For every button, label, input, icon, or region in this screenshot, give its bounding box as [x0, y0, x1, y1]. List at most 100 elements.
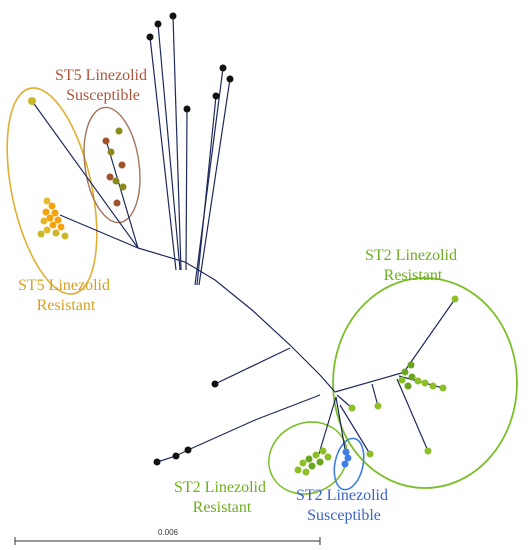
node	[42, 208, 50, 216]
st5-susceptible-label: ST5 Linezolid Susceptible	[55, 67, 151, 104]
node	[106, 173, 114, 181]
node	[408, 373, 416, 381]
node	[312, 451, 320, 459]
branch-st2-big	[334, 371, 406, 393]
node	[451, 295, 459, 303]
node	[102, 137, 110, 145]
node	[107, 148, 115, 156]
node	[404, 382, 412, 390]
branch-st2-sus	[335, 396, 347, 456]
node	[57, 223, 65, 231]
st5-susceptible-nodes	[102, 127, 127, 207]
st2-susceptible-nodes	[341, 448, 352, 468]
node	[398, 376, 406, 384]
node	[146, 33, 154, 41]
st2-susceptible-ring	[333, 437, 365, 491]
branch-st2-long	[403, 298, 456, 373]
node	[226, 75, 234, 83]
scale-bar-label: 0.006	[158, 528, 179, 537]
node	[414, 377, 422, 385]
node	[294, 466, 302, 474]
scale-bar: 0.006	[14, 528, 321, 545]
node	[341, 460, 349, 468]
node	[308, 462, 316, 470]
st2-resistant-small-nodes	[294, 447, 332, 476]
node	[319, 447, 327, 455]
node	[113, 199, 121, 207]
node	[305, 455, 313, 463]
node	[212, 92, 220, 100]
node	[37, 230, 45, 238]
st5-resistant-ring	[6, 87, 98, 295]
node	[119, 183, 127, 191]
branch-black-8	[214, 347, 291, 385]
node	[51, 209, 59, 217]
node	[169, 12, 177, 20]
node	[429, 382, 437, 390]
node	[52, 229, 60, 237]
branch-black-6	[196, 95, 217, 286]
group-labels: ST5 Linezolid Susceptible ST5 Linezolid …	[18, 67, 461, 524]
branch-black-9	[156, 394, 321, 463]
node	[374, 402, 382, 410]
tree-branches	[31, 15, 456, 463]
node	[344, 454, 352, 462]
node	[40, 217, 48, 225]
node	[342, 448, 350, 456]
node	[424, 447, 432, 455]
node	[153, 458, 161, 466]
node	[154, 20, 162, 28]
st2-resistant-big-label: ST2 Linezolid Resistant	[365, 247, 461, 284]
node	[43, 226, 51, 234]
node	[43, 197, 51, 205]
group-rings	[6, 87, 518, 495]
st5-resistant-label: ST5 Linezolid Resistant	[18, 277, 114, 314]
node	[439, 384, 447, 392]
st2-resistant-big-ring	[332, 277, 518, 489]
node	[302, 468, 310, 476]
node	[211, 380, 219, 388]
node	[366, 450, 374, 458]
branch-black-4	[185, 108, 188, 271]
node	[54, 216, 62, 224]
node	[401, 368, 409, 376]
branch-black-1	[157, 23, 181, 271]
backbone-branch	[137, 247, 336, 393]
branch-st5-cluster	[59, 214, 139, 249]
node	[184, 446, 192, 454]
branch-st2-down	[396, 378, 429, 452]
branch-st5-top	[31, 100, 139, 249]
branch-st2-small	[317, 396, 337, 458]
node	[118, 161, 126, 169]
node	[316, 458, 324, 466]
node	[299, 459, 307, 467]
st5-resistant-nodes	[28, 97, 69, 240]
branch-black-5	[194, 67, 224, 286]
st2-resistant-small-label: ST2 Linezolid Resistant	[174, 479, 270, 516]
node	[348, 404, 356, 412]
node	[115, 127, 123, 135]
node	[172, 452, 180, 460]
node	[28, 97, 36, 105]
st2-resistant-small-ring	[268, 421, 348, 495]
node	[112, 177, 120, 185]
node	[48, 202, 56, 210]
node	[61, 232, 69, 240]
branch-st2-low	[339, 404, 371, 455]
node	[49, 221, 57, 229]
branch-st2-mid	[371, 383, 379, 407]
st2-susceptible-label: ST2 Linezolid Susceptible	[296, 487, 392, 524]
node	[46, 214, 54, 222]
branch-black-2	[172, 15, 182, 271]
branch-st5-sus	[105, 139, 139, 249]
branch-black-3	[149, 36, 177, 271]
node	[407, 361, 415, 369]
st2-resistant-big-nodes	[348, 295, 459, 458]
node	[183, 105, 191, 113]
branch-black-7	[198, 78, 231, 286]
node	[219, 64, 227, 72]
unassigned-nodes	[146, 12, 234, 466]
node	[324, 453, 332, 461]
node	[421, 379, 429, 387]
